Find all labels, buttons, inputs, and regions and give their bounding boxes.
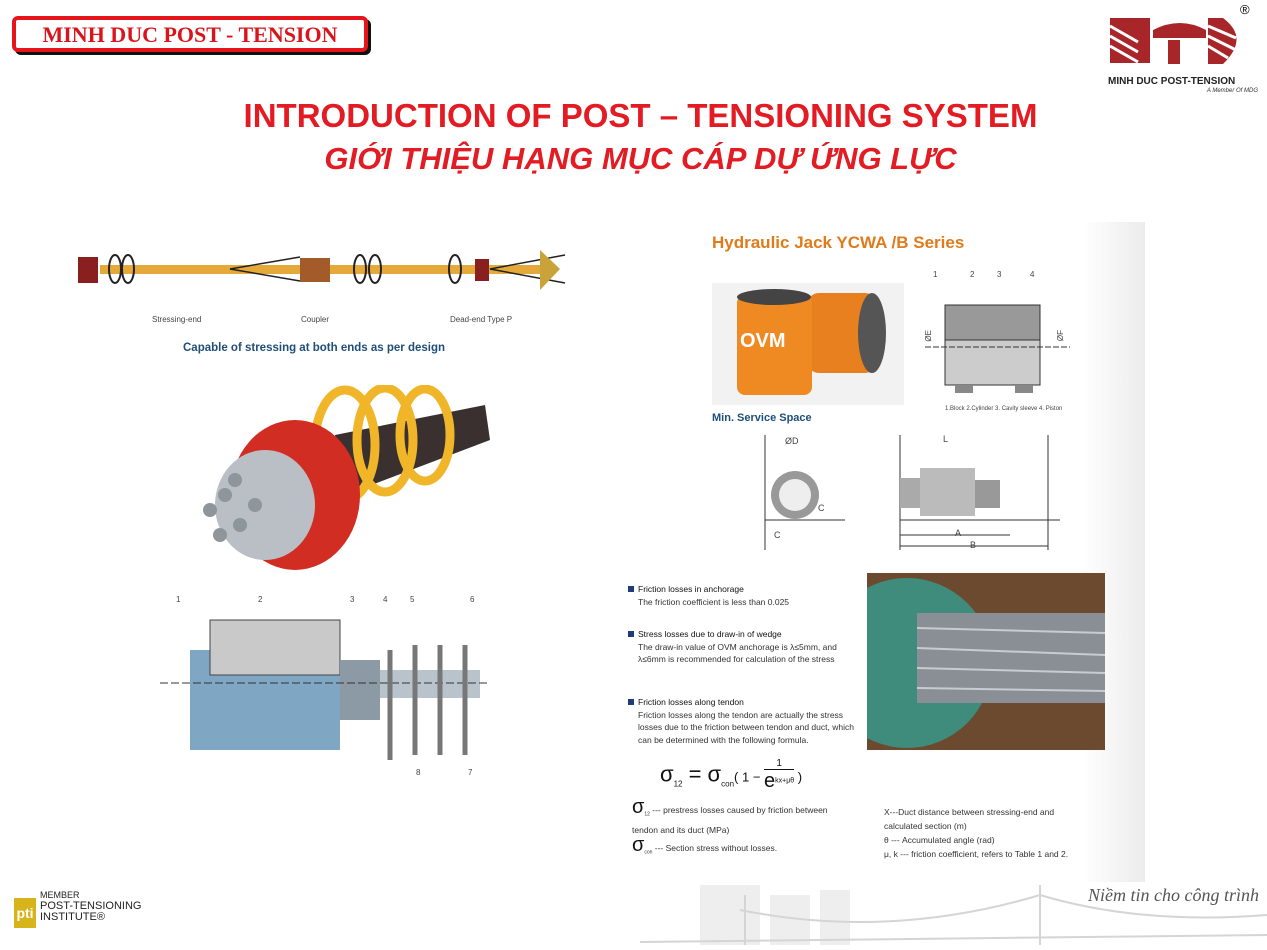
legend-symbol: σ	[632, 833, 645, 856]
registered-mark: ®	[1240, 2, 1250, 17]
formula-open: ( 1 −	[734, 769, 765, 785]
jack-brand: OVM	[740, 330, 786, 352]
dim-b: B	[970, 540, 977, 550]
label-dead-end: Dead-end Type P	[450, 315, 513, 324]
jack-photo	[712, 283, 904, 405]
formula-sub: con	[721, 779, 735, 789]
pti-line: POST-TENSIONING	[40, 900, 142, 912]
anchorage-section-drawing	[160, 619, 490, 760]
bullet-text: The friction coefficient is less than 0.…	[638, 596, 790, 607]
mdp-logo: ® MINH DUC POST-TENSION A Member Of MDG	[1108, 2, 1258, 98]
legend-item: X---Duct distance between stressing-end …	[884, 807, 1055, 831]
section-number: 8	[416, 768, 421, 777]
dim-e: ØE	[924, 330, 933, 342]
legend-right: X---Duct distance between stressing-end …	[884, 805, 1084, 861]
tendon-assembly-image	[78, 250, 566, 290]
service-space-diagram	[764, 435, 1060, 550]
dim-c: C	[774, 530, 781, 540]
bullet-title: Friction losses along tendon	[638, 697, 744, 707]
legend-left: σ12 --- prestress losses caused by frict…	[632, 797, 847, 861]
formula-eq: = σ	[682, 761, 722, 787]
title-vietnamese: GIỚI THIỆU HẠNG MỤC CÁP DỰ ỨNG LỰC	[324, 141, 957, 176]
dim-f: ØF	[1056, 330, 1065, 342]
formula-sigma: σ	[660, 761, 674, 787]
section-number: 3	[350, 595, 355, 604]
section-number: 7	[468, 768, 473, 777]
bullet-text: Friction losses along the tendon are act…	[638, 709, 854, 745]
formula-den: e	[764, 770, 776, 792]
diagram-number: 2	[970, 270, 975, 279]
pti-line: MEMBER	[40, 890, 80, 900]
dim-l: L	[943, 434, 949, 444]
label-coupler: Coupler	[301, 315, 330, 324]
formula-close: )	[794, 769, 803, 785]
formula-sub: 12	[673, 779, 683, 789]
diagram-caption: 1.Block 2.Cylinder 3. Cavity sleeve 4. P…	[945, 406, 1063, 412]
section-number: 1	[176, 595, 181, 604]
section-number: 4	[383, 595, 388, 604]
diagram-number: 4	[1030, 270, 1035, 279]
legend-item: μ, k --- friction coefficient, refers to…	[884, 849, 1069, 859]
section-number: 2	[258, 595, 263, 604]
pti-text: MEMBER POST-TENSIONING INSTITUTE®	[40, 890, 141, 923]
jack-title: Hydraulic Jack YCWA /B Series	[712, 233, 965, 252]
service-space-title: Min. Service Space	[712, 412, 812, 424]
legend-sub: 12	[644, 811, 650, 818]
legend-item: σ12 --- prestress losses caused by frict…	[632, 797, 847, 838]
dim-c: C	[818, 503, 825, 513]
formula-num: 1	[764, 758, 795, 770]
section-number: 6	[470, 595, 475, 604]
logo-tagline: A Member Of MDG	[1206, 88, 1258, 94]
label-stressing-end: Stressing-end	[152, 315, 202, 324]
legend-text: --- prestress losses caused by friction …	[632, 805, 828, 835]
title-english: INTRODUCTION OF POST – TENSIONING SYSTEM	[243, 97, 1038, 134]
bullet-title: Stress losses due to draw-in of wedge	[638, 629, 782, 639]
legend-text: --- Section stress without losses.	[652, 842, 778, 853]
slogan: Niềm tin cho công trình	[1088, 885, 1259, 905]
bridge-watermark	[640, 885, 1267, 945]
bullet-title: Friction losses in anchorage	[638, 584, 744, 594]
legend-item: θ --- Accumulated angle (rad)	[884, 835, 995, 845]
bullet-text: The draw-in value of OVM anchorage is λ≤…	[638, 641, 837, 665]
dim-d: ØD	[785, 436, 799, 446]
anchorage-site-photo	[867, 573, 1105, 750]
legend-sub: con	[644, 849, 653, 856]
pti-logo: pti	[14, 898, 36, 928]
anchorage-image	[203, 385, 490, 570]
diagram-number: 3	[997, 270, 1002, 279]
diagram-number: 1	[933, 270, 938, 279]
dim-a: A	[955, 528, 962, 538]
mdp-logo-mark	[1109, 18, 1237, 64]
legend-symbol: σ	[632, 796, 645, 818]
section-number: 5	[410, 595, 415, 604]
formula-exp: kx+μθ	[775, 777, 795, 785]
brand-box: MINH DUC POST - TENSION	[12, 16, 368, 52]
left-caption: Capable of stressing at both ends as per…	[183, 342, 446, 354]
legend-item: σcon --- Section stress without losses.	[632, 835, 847, 861]
jack-section-diagram	[925, 304, 1070, 393]
pti-line: INSTITUTE®	[40, 911, 105, 923]
logo-name: MINH DUC POST-TENSION	[1108, 76, 1236, 87]
